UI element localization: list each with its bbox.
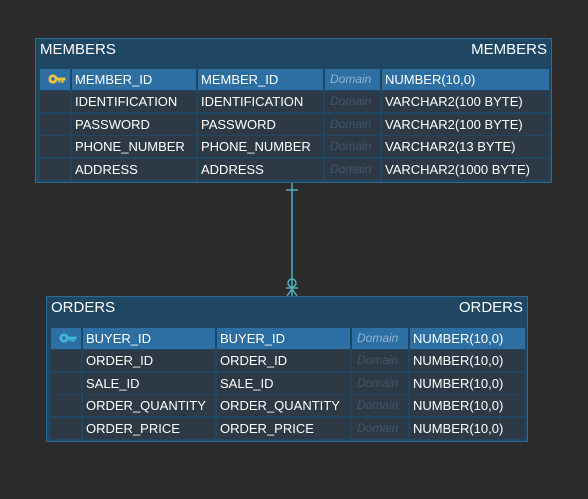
column-type: VARCHAR2(100 BYTE) [382, 113, 549, 135]
column-domain: Domain [352, 372, 408, 394]
key-cell [51, 417, 81, 439]
column-logical-name: ADDRESS [198, 158, 323, 180]
entity-name: MEMBERS [40, 41, 116, 58]
column-type: NUMBER(10,0) [410, 417, 525, 439]
column-domain: Domain [352, 350, 408, 372]
column-list: BUYER_ID BUYER_ID Domain NUMBER(10,0) OR… [51, 328, 525, 440]
column-name: IDENTIFICATION [72, 91, 196, 113]
column-logical-name: SALE_ID [217, 372, 350, 394]
column-name: ORDER_QUANTITY [83, 395, 215, 417]
foreign-key-icon [58, 333, 76, 343]
entity-header: ORDERS ORDERS [47, 297, 527, 319]
key-cell [51, 395, 81, 417]
entity-header: MEMBERS MEMBERS [36, 39, 551, 61]
key-cell [40, 91, 70, 113]
column-row[interactable]: BUYER_ID BUYER_ID Domain NUMBER(10,0) [51, 328, 525, 349]
column-logical-name: PHONE_NUMBER [198, 136, 323, 158]
column-logical-name: ORDER_ID [217, 350, 350, 372]
column-row[interactable]: SALE_ID SALE_ID Domain NUMBER(10,0) [51, 372, 525, 394]
column-name: BUYER_ID [83, 328, 215, 349]
column-domain: Domain [325, 91, 380, 113]
column-name: PHONE_NUMBER [72, 136, 196, 158]
column-row[interactable]: ORDER_PRICE ORDER_PRICE Domain NUMBER(10… [51, 417, 525, 439]
primary-key-icon [47, 74, 65, 84]
column-type: VARCHAR2(13 BYTE) [382, 136, 549, 158]
entity-name-right: ORDERS [458, 299, 523, 316]
column-logical-name: BUYER_ID [217, 328, 350, 349]
column-type: NUMBER(10,0) [410, 372, 525, 394]
column-logical-name: IDENTIFICATION [198, 91, 323, 113]
column-name: MEMBER_ID [72, 69, 196, 90]
column-domain: Domain [325, 158, 380, 180]
column-domain: Domain [325, 113, 380, 135]
column-name: ORDER_PRICE [83, 417, 215, 439]
column-row[interactable]: IDENTIFICATION IDENTIFICATION Domain VAR… [40, 91, 549, 113]
column-domain: Domain [352, 417, 408, 439]
key-cell [40, 113, 70, 135]
column-logical-name: ORDER_PRICE [217, 417, 350, 439]
column-logical-name: ORDER_QUANTITY [217, 395, 350, 417]
column-row[interactable]: PHONE_NUMBER PHONE_NUMBER Domain VARCHAR… [40, 136, 549, 158]
column-list: MEMBER_ID MEMBER_ID Domain NUMBER(10,0) … [40, 69, 549, 181]
column-type: NUMBER(10,0) [410, 395, 525, 417]
crows-foot-left [286, 288, 293, 297]
column-name: ORDER_ID [83, 350, 215, 372]
column-name: SALE_ID [83, 372, 215, 394]
key-cell [51, 372, 81, 394]
column-name: PASSWORD [72, 113, 196, 135]
column-row[interactable]: ORDER_QUANTITY ORDER_QUANTITY Domain NUM… [51, 395, 525, 417]
column-row[interactable]: MEMBER_ID MEMBER_ID Domain NUMBER(10,0) [40, 69, 549, 90]
column-type: VARCHAR2(100 BYTE) [382, 91, 549, 113]
column-domain: Domain [352, 395, 408, 417]
column-type: VARCHAR2(1000 BYTE) [382, 158, 549, 180]
column-domain: Domain [325, 136, 380, 158]
column-name: ADDRESS [72, 158, 196, 180]
column-domain: Domain [325, 69, 380, 90]
key-cell [51, 328, 81, 349]
column-domain: Domain [352, 328, 408, 349]
crows-foot-right [291, 288, 298, 297]
zero-cardinality-mark [287, 278, 297, 288]
column-logical-name: PASSWORD [198, 113, 323, 135]
entity-name: ORDERS [51, 299, 116, 316]
entity-name-right: MEMBERS [471, 41, 547, 58]
column-row[interactable]: ORDER_ID ORDER_ID Domain NUMBER(10,0) [51, 350, 525, 372]
column-type: NUMBER(10,0) [410, 350, 525, 372]
column-row[interactable]: PASSWORD PASSWORD Domain VARCHAR2(100 BY… [40, 113, 549, 135]
column-row[interactable]: ADDRESS ADDRESS Domain VARCHAR2(1000 BYT… [40, 158, 549, 180]
entity-members[interactable]: MEMBERS MEMBERS MEMBER_ID MEMBER_ID Doma… [35, 38, 552, 183]
column-type: NUMBER(10,0) [410, 328, 525, 349]
key-cell [40, 136, 70, 158]
entity-orders[interactable]: ORDERS ORDERS BUYER_ID BUYER_ID Domain N [46, 296, 528, 442]
key-cell [51, 350, 81, 372]
column-type: NUMBER(10,0) [382, 69, 549, 90]
key-cell [40, 69, 70, 90]
key-cell [40, 158, 70, 180]
column-logical-name: MEMBER_ID [198, 69, 323, 90]
